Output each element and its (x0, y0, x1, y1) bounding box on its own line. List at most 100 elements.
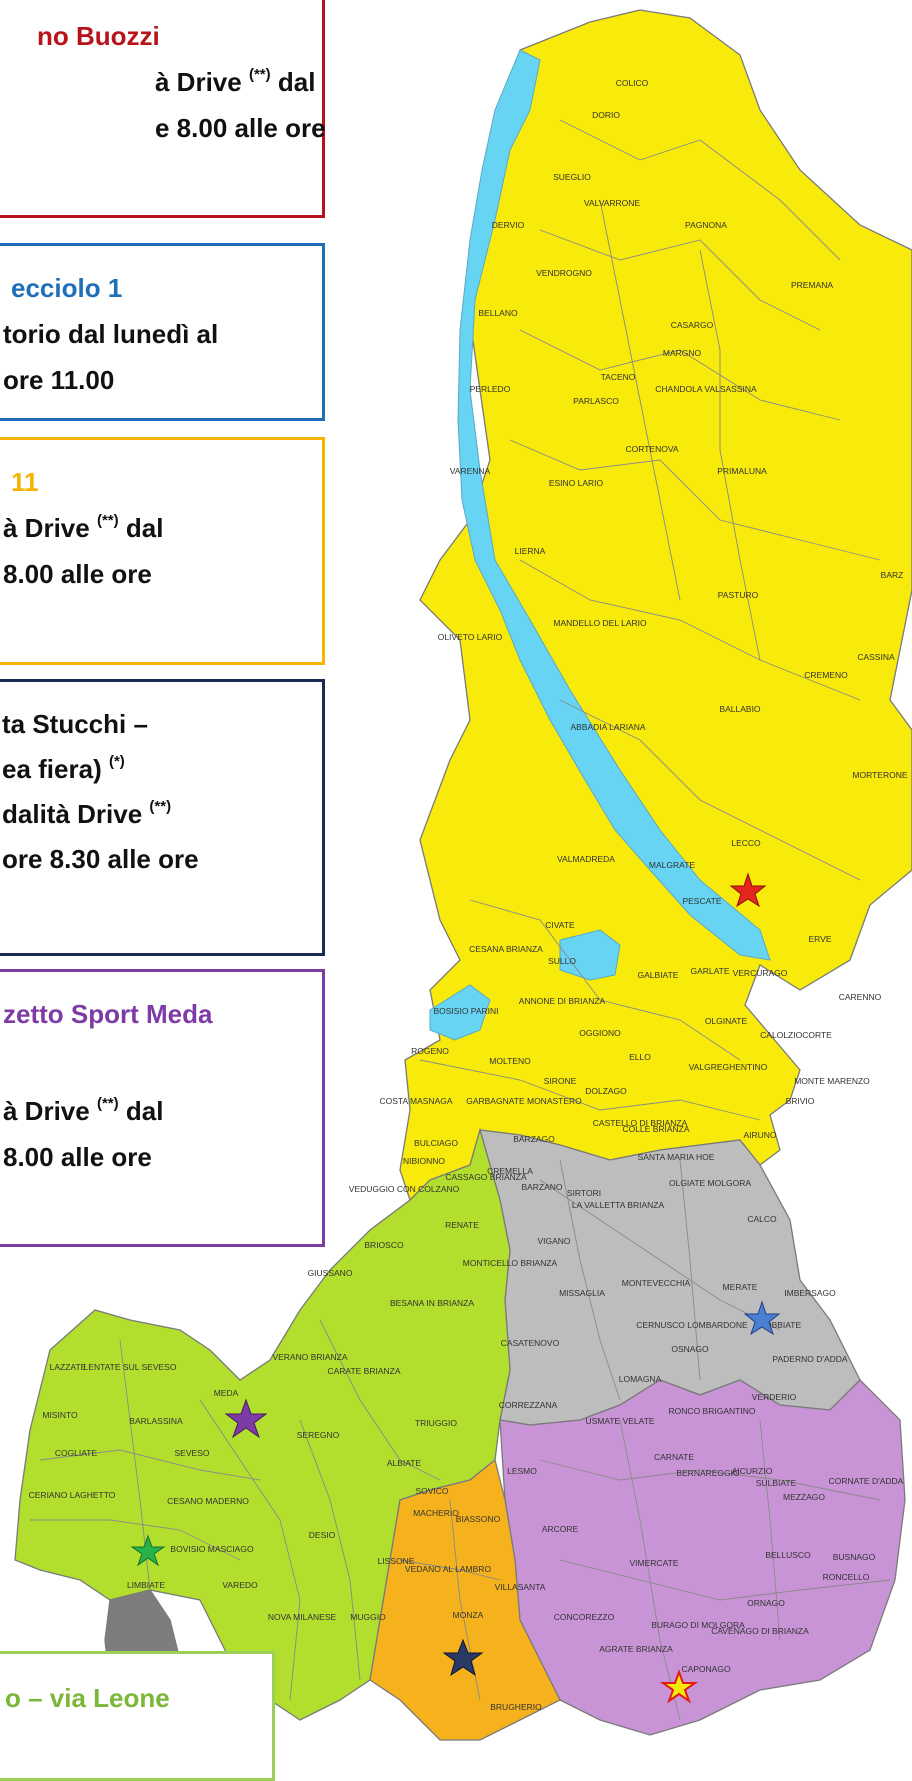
town-label: OGGIONO (579, 1028, 621, 1038)
town-label: PAGNONA (685, 220, 727, 230)
town-label: BARZAGO (513, 1134, 555, 1144)
town-label: CARENNO (839, 992, 882, 1002)
town-label: LECCO (731, 838, 761, 848)
town-label: LOMAGNA (619, 1374, 662, 1384)
box-purple-line2: à Drive (**) dal (3, 1094, 163, 1128)
town-label: BOVISIO MASCIAGO (170, 1544, 254, 1554)
town-label: CORREZZANA (499, 1400, 558, 1410)
town-label: BALLABIO (719, 704, 760, 714)
box-orange-title: 11 (11, 467, 39, 497)
lake-annone (559, 929, 621, 981)
town-label: COSTA MASNAGA (379, 1096, 452, 1106)
town-label: MARGNO (663, 348, 702, 358)
town-label: CHANDOLA VALSASSINA (655, 384, 757, 394)
town-label: PESCATE (682, 896, 721, 906)
town-label: COGLIATE (55, 1448, 98, 1458)
town-label: MEDA (214, 1388, 239, 1398)
town-label: AIRUNO (743, 1130, 776, 1140)
navy-star-icon (442, 1638, 484, 1677)
town-label: GARBAGNATE MONASTERO (466, 1096, 582, 1106)
town-label: SIRONE (544, 1076, 577, 1086)
town-label: CALCO (747, 1214, 777, 1224)
town-label: GIUSSANO (308, 1268, 353, 1278)
info-box-green: o – via Leone (0, 1651, 275, 1781)
town-label: SULBIATE (756, 1478, 797, 1488)
town-label: BIASSONO (456, 1514, 501, 1524)
town-label: VERDERIO (752, 1392, 797, 1402)
town-label: OLGINATE (705, 1016, 748, 1026)
box-red-line2-text: à Drive (155, 67, 242, 97)
town-label: LIMBIATE (127, 1580, 165, 1590)
box-red-line3: e 8.00 alle ore (155, 113, 326, 143)
town-label: MONZA (453, 1610, 484, 1620)
box-red-line2-sup: (**) (248, 66, 271, 83)
town-label: BESANA IN BRIANZA (390, 1298, 474, 1308)
town-label: VERCURAGO (733, 968, 788, 978)
town-label: PARLASCO (573, 396, 619, 406)
town-label: CARATE BRIANZA (327, 1366, 400, 1376)
town-label: VALVARRONE (584, 198, 641, 208)
town-label: USMATE VELATE (585, 1416, 654, 1426)
info-box-purple: zetto Sport Meda à Drive (**) dal 8.00 a… (0, 969, 325, 1247)
town-label: CASARGO (671, 320, 714, 330)
town-label: CREMELLA (487, 1166, 533, 1176)
town-label: BERNAREGGIO (676, 1468, 740, 1478)
box-navy-line3-sup: (**) (149, 798, 172, 815)
town-label: CAPONAGO (681, 1664, 731, 1674)
box-navy-line3-text: dalità Drive (2, 799, 143, 829)
info-box-red: no Buozzi à Drive (**) dal e 8.00 alle o… (0, 0, 326, 218)
box-orange-line2: à Drive (**) dal (3, 511, 163, 545)
town-label: MUGGIO (350, 1612, 386, 1622)
box-purple-line2-sup: (**) (96, 1095, 119, 1112)
town-label: PREMANA (791, 280, 833, 290)
town-label: BULCIAGO (414, 1138, 458, 1148)
region-monza-amber (369, 1458, 561, 1741)
town-label: ALBIATE (387, 1458, 422, 1468)
town-label: MONTE MARENZO (794, 1076, 870, 1086)
town-label: VALMADREDA (557, 854, 615, 864)
box-navy-line2-text: ea fiera) (2, 754, 102, 784)
town-label: PASTURO (718, 590, 759, 600)
town-label: VERANO BRIANZA (272, 1352, 347, 1362)
green-star-icon (130, 1534, 166, 1567)
town-label: MONTEVECCHIA (622, 1278, 691, 1288)
town-label: CORTENOVA (625, 444, 678, 454)
info-box-navy: ta Stucchi – ea fiera) (*) dalità Drive … (0, 679, 325, 956)
box-blue-line2: torio dal lunedì al (3, 319, 219, 349)
town-label: VIMERCATE (630, 1558, 679, 1568)
town-label: SANTA MARIA HOE (638, 1152, 715, 1162)
town-label: ABBADIA LARIANA (570, 722, 645, 732)
town-label: ANNONE DI BRIANZA (519, 996, 606, 1006)
red-star-icon (729, 872, 767, 908)
town-label: MEZZAGO (783, 1492, 825, 1502)
town-label: VAREDO (222, 1580, 258, 1590)
town-label: SEREGNO (297, 1430, 340, 1440)
town-label: NIBIONNO (403, 1156, 445, 1166)
town-label: MACHERIO (413, 1508, 459, 1518)
town-label: MISSAGLIA (559, 1288, 605, 1298)
town-label: DORIO (592, 110, 620, 120)
town-label: PRIMALUNA (717, 466, 767, 476)
town-label: SULLO (548, 956, 576, 966)
box-purple-line2-text: à Drive (3, 1096, 90, 1126)
town-label: CASATENOVO (501, 1338, 560, 1348)
town-label: VENDROGNO (536, 268, 592, 278)
box-navy-line1: ta Stucchi – (2, 709, 148, 739)
town-label: LENTATE SUL SEVESO (84, 1362, 177, 1372)
town-label: DERVIO (492, 220, 525, 230)
town-label: IMBERSAGO (784, 1288, 836, 1298)
town-label: BURAGO DI MOLGORA (651, 1620, 745, 1630)
town-label: BOSISIO PARINI (433, 1006, 498, 1016)
box-orange-line2-after: dal (118, 513, 164, 543)
box-red-line2-after: dal (270, 67, 316, 97)
box-green-title: o – via Leone (5, 1683, 170, 1713)
town-label: OSNAGO (671, 1344, 709, 1354)
box-purple-line3: 8.00 alle ore (3, 1142, 152, 1172)
town-label: DESIO (309, 1530, 336, 1540)
town-label: ROGENO (411, 1046, 449, 1056)
town-label: CONCOREZZO (554, 1612, 615, 1622)
town-label: CORNATE D'ADDA (829, 1476, 904, 1486)
town-label: MANDELLO DEL LARIO (553, 618, 647, 628)
town-label: MERATE (723, 1282, 758, 1292)
